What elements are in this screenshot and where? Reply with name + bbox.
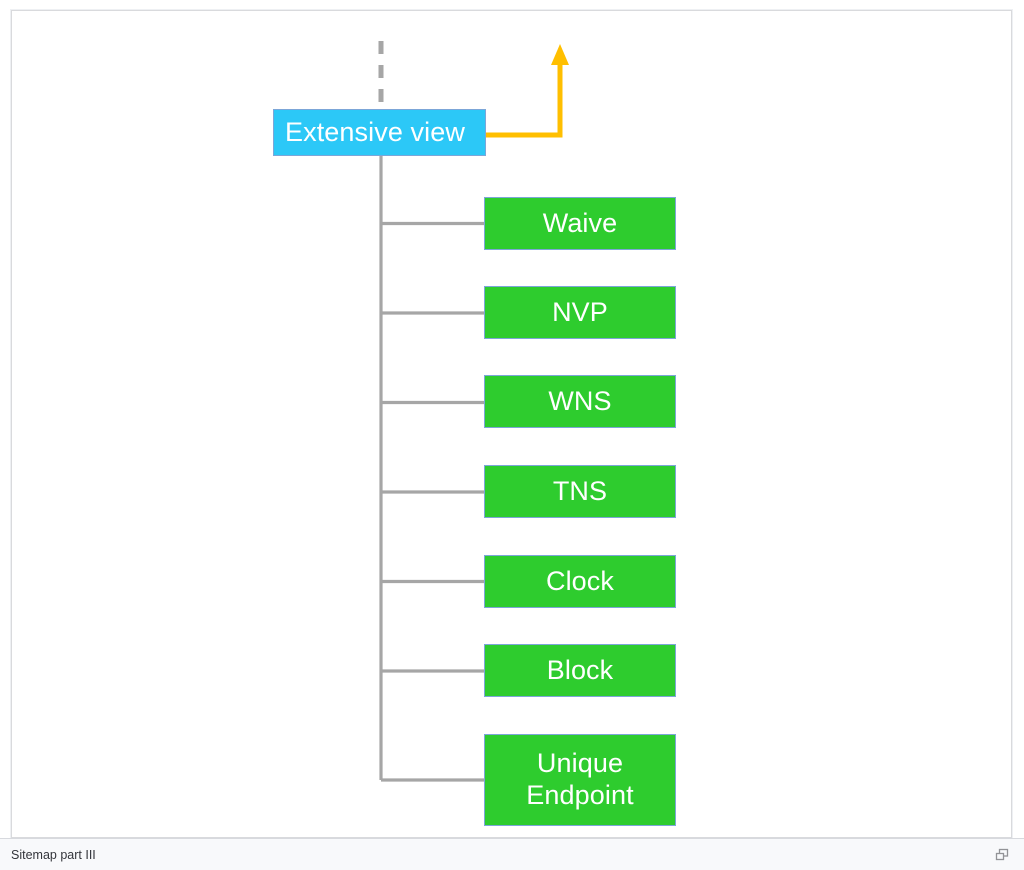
node-label: NVP bbox=[552, 297, 608, 328]
node-unique-endpoint[interactable]: Unique Endpoint bbox=[484, 734, 676, 826]
node-nvp[interactable]: NVP bbox=[484, 286, 676, 339]
sitemap-diagram: Extensive view Waive NVP WNS TNS Clock B… bbox=[12, 11, 1013, 839]
node-label: Clock bbox=[545, 566, 614, 597]
node-label: Extensive view bbox=[285, 117, 465, 148]
slide-canvas: Extensive view Waive NVP WNS TNS Clock B… bbox=[11, 10, 1012, 838]
node-label: WNS bbox=[548, 386, 612, 417]
restore-window-icon[interactable] bbox=[994, 847, 1010, 863]
node-label: Waive bbox=[542, 208, 618, 239]
status-bar-label: Sitemap part III bbox=[11, 847, 96, 862]
node-extensive-view[interactable]: Extensive view bbox=[273, 109, 486, 156]
node-block[interactable]: Block bbox=[484, 644, 676, 697]
node-wns[interactable]: WNS bbox=[484, 375, 676, 428]
node-clock[interactable]: Clock bbox=[484, 555, 676, 608]
status-bar: Sitemap part III bbox=[0, 838, 1024, 870]
node-tns[interactable]: TNS bbox=[484, 465, 676, 518]
status-bar-actions[interactable] bbox=[994, 847, 1010, 863]
node-label: TNS bbox=[552, 476, 608, 507]
callout-arrow-icon bbox=[486, 44, 569, 138]
node-label: Block bbox=[546, 655, 614, 686]
node-label: Unique Endpoint bbox=[526, 748, 634, 810]
node-waive[interactable]: Waive bbox=[484, 197, 676, 250]
